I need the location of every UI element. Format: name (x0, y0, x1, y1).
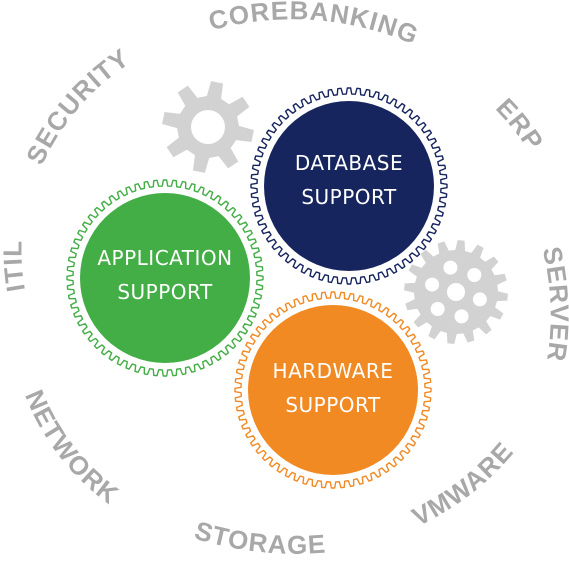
ring-label-vmware: VMWARE (407, 436, 519, 532)
database-support-gear (250, 87, 448, 285)
top-left-gear-icon (162, 81, 254, 173)
application-support-label-line2: SUPPORT (117, 280, 213, 304)
application-support-label-line1: APPLICATION (97, 246, 232, 270)
application-support-gear (66, 179, 264, 377)
ring-label-itil: ITIL (0, 240, 31, 294)
hardware-support-gear (234, 291, 432, 489)
ring-label-storage: STORAGE (191, 515, 327, 560)
hardware-support-label-line2: SUPPORT (285, 393, 381, 417)
right-gear-icon (404, 240, 508, 344)
database-support-label-line2: SUPPORT (301, 185, 397, 209)
hardware-support-label-line1: HARDWARE (273, 359, 394, 383)
database-support-label-line1: DATABASE (295, 151, 403, 175)
ring-label-server: SERVER (537, 244, 569, 364)
ring-label-corebanking: COREBANKING (205, 0, 423, 50)
ring-label-erp: ERP (490, 92, 549, 156)
ring-label-security: SECURITY (20, 42, 135, 169)
ring-label-network: NETWORK (19, 385, 125, 510)
